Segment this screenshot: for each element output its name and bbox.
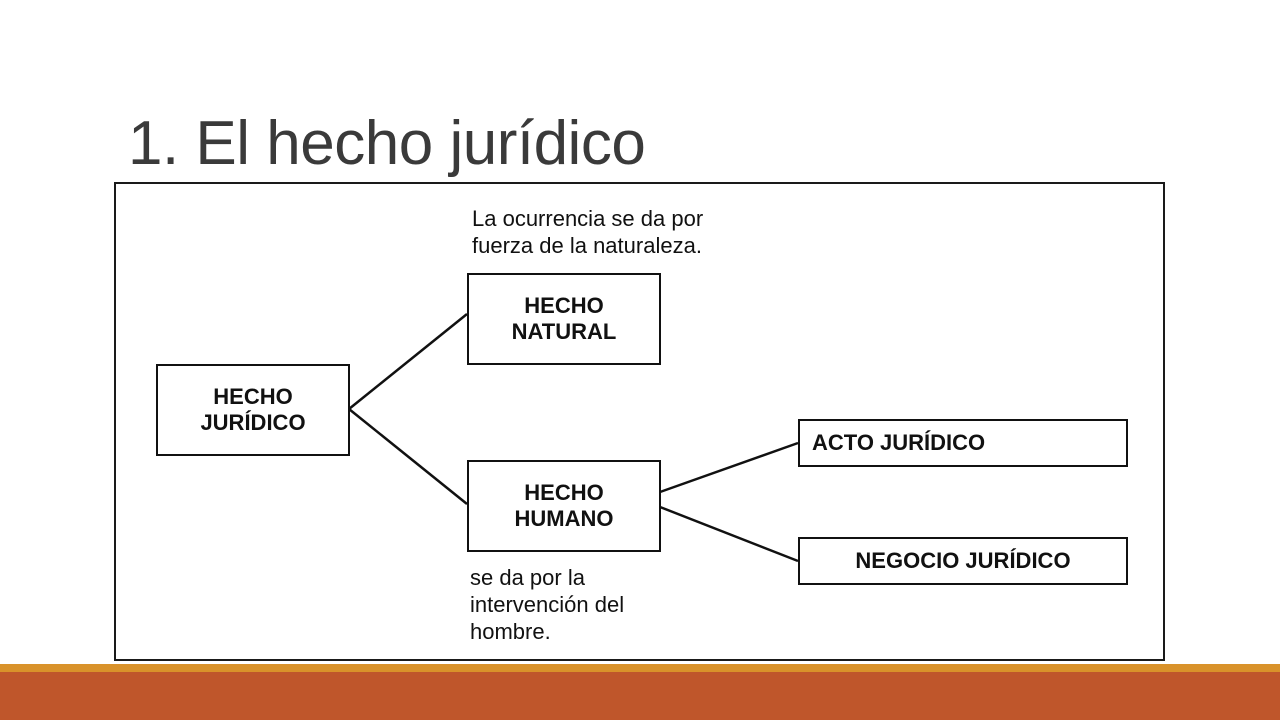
node-hecho-juridico: HECHO JURÍDICO xyxy=(156,364,350,456)
footer-bar xyxy=(0,664,1280,720)
slide-title: 1. El hecho jurídico xyxy=(128,109,646,178)
connector-humano-negocio xyxy=(659,505,799,563)
node-negocio-juridico-label: NEGOCIO JURÍDICO xyxy=(855,548,1071,573)
node-hecho-humano-label: HECHO HUMANO xyxy=(514,480,614,531)
note-hecho-natural: La ocurrencia se da por fuerza de la nat… xyxy=(472,206,704,258)
footer-accent-line xyxy=(0,664,1280,672)
node-hecho-natural-label: HECHO NATURAL xyxy=(511,293,617,344)
node-acto-juridico: ACTO JURÍDICO xyxy=(798,419,1128,467)
node-acto-juridico-label: ACTO JURÍDICO xyxy=(812,430,986,455)
diagram-frame: HECHO JURÍDICO HECHO NATURAL HECHO HUMAN… xyxy=(114,182,1165,661)
node-hecho-juridico-label: HECHO JURÍDICO xyxy=(200,384,306,435)
connector-lines xyxy=(348,313,799,563)
connector-humano-acto xyxy=(659,441,799,494)
connector-root-natural xyxy=(348,313,468,410)
node-negocio-juridico: NEGOCIO JURÍDICO xyxy=(798,537,1128,585)
node-hecho-humano: HECHO HUMANO xyxy=(467,460,661,552)
note-hecho-humano: se da por la intervención del hombre. xyxy=(470,565,625,644)
connector-root-humano xyxy=(348,408,468,505)
node-hecho-natural: HECHO NATURAL xyxy=(467,273,661,365)
